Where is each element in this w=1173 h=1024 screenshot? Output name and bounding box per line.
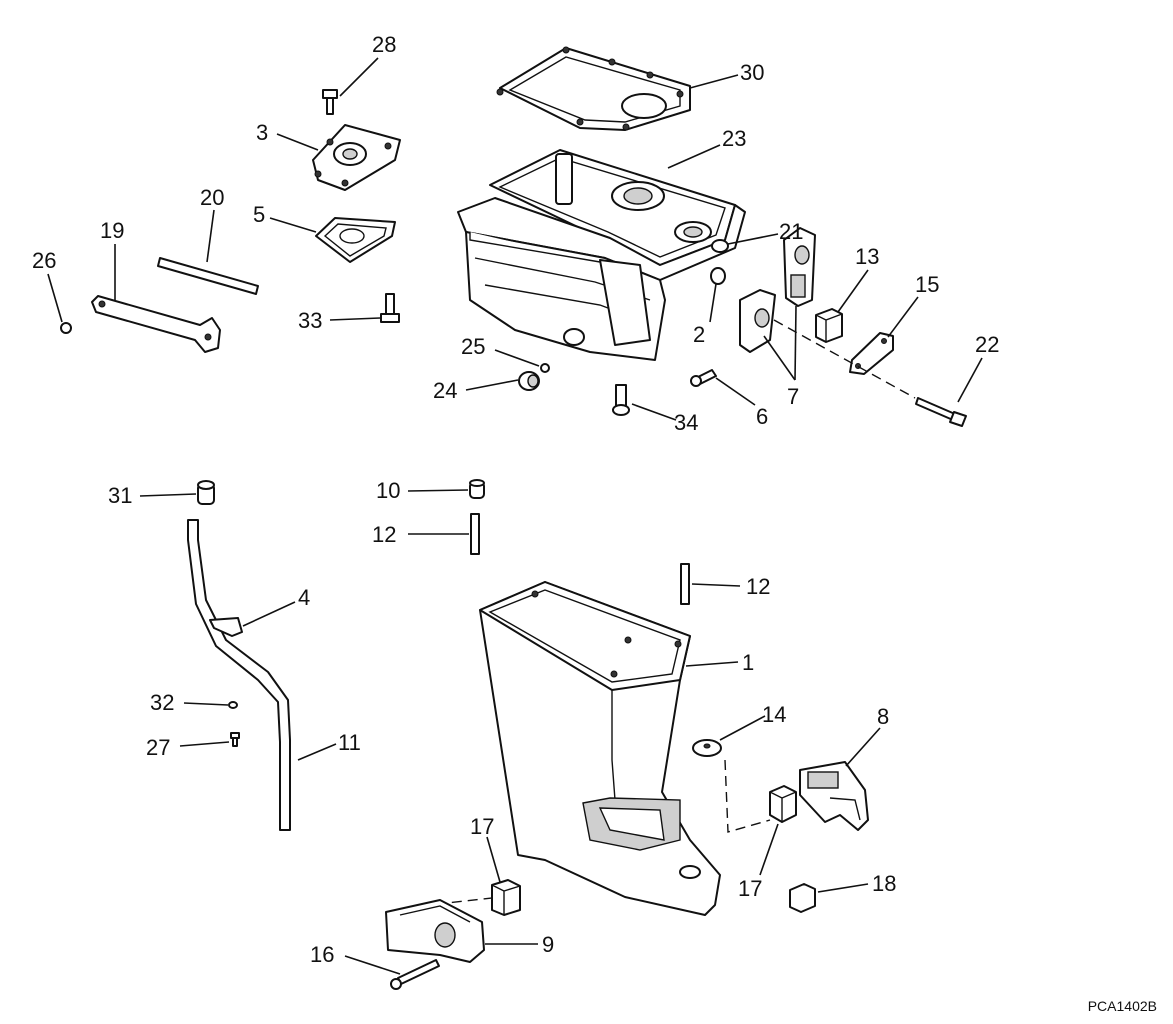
part-33-screw [380,293,400,323]
callout-17-left: 17 [470,814,494,839]
alignment-line-upper [773,319,916,399]
callout-13: 13 [855,244,879,269]
part-27-screw [230,732,240,747]
part-30-gasket [496,46,691,131]
callout-10: 10 [376,478,400,503]
callout-1: 1 [742,650,754,675]
callout-16: 16 [310,942,334,967]
callout-17-right: 17 [738,876,762,901]
callout-20: 20 [200,185,224,210]
callout-31: 31 [108,483,132,508]
callout-18: 18 [872,871,896,896]
part-21-nut [711,239,729,253]
callout-12-lower: 12 [746,574,770,599]
part-7-bracket-left [739,289,776,353]
part-32-ring [228,701,238,709]
callout-15: 15 [915,272,939,297]
part-25-oring [540,363,550,373]
callout-24: 24 [433,378,457,403]
callout-3: 3 [256,120,268,145]
part-2-washer [710,267,726,285]
part-24-plug [518,371,540,391]
callout-6: 6 [756,404,768,429]
callout-23: 23 [722,126,746,151]
part-26-nut [60,322,72,334]
callout-34: 34 [674,410,698,435]
callout-33: 33 [298,308,322,333]
figure-code-label: PCA1402B [1087,998,1157,1014]
part-15-plate [849,332,894,375]
callout-21: 21 [779,219,803,244]
callout-26: 26 [32,248,56,273]
part-13-block [815,308,843,343]
part-34-stud [612,384,630,416]
part-19-plate [91,295,221,353]
callout-30: 30 [740,60,764,85]
callout-19: 19 [100,218,124,243]
alignment-line-lower [724,759,771,833]
part-1-exhaust-housing [479,581,721,916]
part-3-cover [312,124,401,191]
callout-25: 25 [461,334,485,359]
part-16-bolt [390,959,440,990]
part-12-stud-upper [470,513,480,555]
callout-7: 7 [787,384,799,409]
part-17-block-left [491,879,521,916]
callout-12-upper: 12 [372,522,396,547]
part-18-block [789,883,816,913]
callout-8: 8 [877,704,889,729]
part-5-gasket [315,217,396,263]
part-8-mount-bracket [799,761,869,831]
callout-2: 2 [693,322,705,347]
callout-9: 9 [542,932,554,957]
part-12-stud-lower [680,563,690,605]
part-20-seal-strip [157,257,259,295]
part-31-grommet [197,480,215,505]
part-4-clip [209,617,243,637]
leader-lines [47,57,983,975]
callout-32: 32 [150,690,174,715]
callout-11: 11 [338,730,361,755]
part-11-water-tube [187,519,291,831]
part-17-block-right [769,785,797,823]
part-23-adapter-housing [457,149,746,361]
callout-22: 22 [975,332,999,357]
callout-5: 5 [253,202,265,227]
part-10-grommet [469,479,485,499]
part-6-screw [690,369,717,387]
part-28-screw [322,89,338,115]
part-9-lower-mount [385,899,485,963]
part-14-cap [692,739,722,757]
callout-14: 14 [762,702,786,727]
callout-27: 27 [146,735,170,760]
callout-4: 4 [298,585,310,610]
callout-28: 28 [372,32,396,57]
part-22-bolt [915,397,967,427]
part-7-bracket-right [783,227,816,307]
